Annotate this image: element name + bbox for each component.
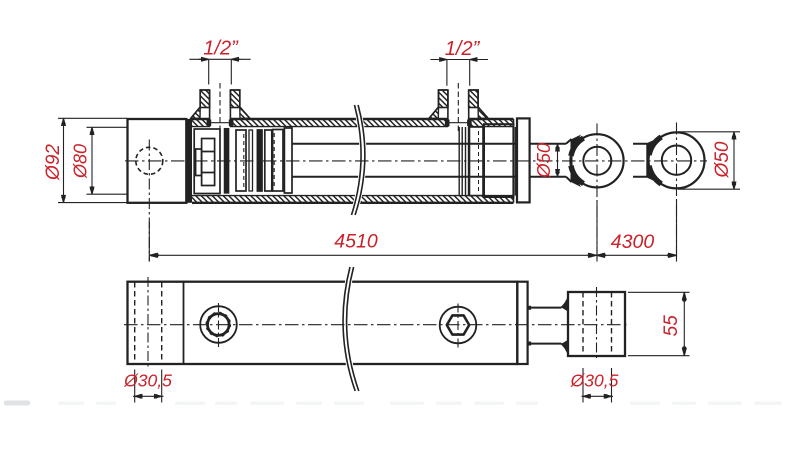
svg-text:1/2”: 1/2”	[445, 38, 481, 60]
svg-text:55: 55	[661, 315, 682, 337]
svg-text:Ø30,5: Ø30,5	[123, 371, 172, 391]
svg-text:Ø50: Ø50	[712, 141, 733, 178]
svg-text:4300: 4300	[611, 231, 655, 253]
svg-text:Ø50: Ø50	[533, 142, 554, 179]
svg-text:Ø30,5: Ø30,5	[570, 371, 619, 391]
svg-text:4510: 4510	[334, 231, 378, 253]
svg-text:Ø80: Ø80	[71, 144, 91, 179]
svg-text:1/2”: 1/2”	[203, 38, 239, 60]
svg-text:Ø92: Ø92	[43, 144, 64, 181]
